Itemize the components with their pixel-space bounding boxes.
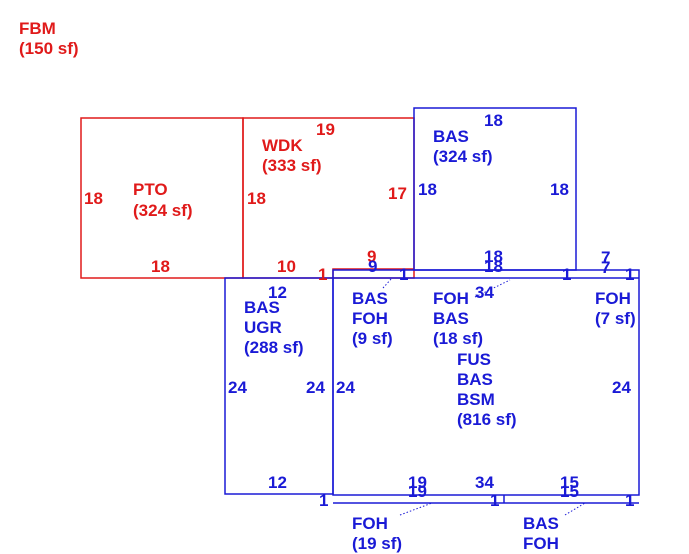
blue-structures [224,107,640,504]
dim-wdk-bottom: 10 [277,257,296,276]
pto-area: (324 sf) [133,201,193,220]
bas-foh-code1: BAS [352,289,388,308]
dim-bas-top-top: 18 [484,111,503,130]
red-labels: FBM (150 sf) PTO (324 sf) WDK (333 sf) 1… [19,19,407,284]
pto-code: PTO [133,180,168,199]
dim-ugr-bottom: 12 [268,473,287,492]
bas-ugr-area: (288 sf) [244,338,304,357]
foh-bottom-code: FOH [352,514,388,533]
bas-top-code: BAS [433,127,469,146]
dim-pto-left: 18 [84,189,103,208]
dim-wdk-nine: 9 [367,247,376,266]
fbm-area: (150 sf) [19,39,79,58]
wdk-code: WDK [262,136,303,155]
dim-wdk-top: 19 [316,120,335,139]
wdk-area: (333 sf) [262,156,322,175]
foh-right-area: (7 sf) [595,309,636,328]
dim-seven-bottom: 7 [601,258,610,277]
dim-ugr-right: 24 [306,378,325,397]
dim-bas-top-bottom: 18 [484,247,503,266]
blue-labels: BAS (324 sf) BAS UGR (288 sf) BAS FOH (9… [228,111,636,553]
dim-b19a: 19 [408,473,427,492]
dim-wdk-right: 17 [388,184,407,203]
dim-main-left: 24 [336,378,355,397]
fbm-code: FBM [19,19,56,38]
dim-wdk-left: 18 [247,189,266,208]
dim-small-1b: 1 [562,265,571,284]
dim-bas-top-left: 18 [418,180,437,199]
leader-lines [382,277,586,516]
bas-foh-bottom-code1: BAS [523,514,559,533]
dim-b15b: 15 [560,482,579,501]
dim-pto-bottom: 18 [151,257,170,276]
bas-foh-bottom-code2: FOH [523,534,559,553]
dim-seven-top: 7 [601,248,610,267]
foh-bas-area: (18 sf) [433,329,483,348]
bas-top-area: (324 sf) [433,147,493,166]
dim-ugr-1: 1 [319,491,328,510]
leader-bas-foh [382,277,393,289]
foh-right-code: FOH [595,289,631,308]
dim-small-1a: 1 [399,265,408,284]
leader-bas-foh-bottom [564,502,586,516]
dim-b19b: 19 [408,482,427,501]
fus-code1: FUS [457,350,491,369]
dim-seven-1: 1 [625,265,634,284]
dim-main-right: 24 [612,378,631,397]
dim-ugr-left: 24 [228,378,247,397]
dim-small-18: 18 [484,257,503,276]
dim-wdk-one: 1 [318,265,327,284]
fus-code3: BSM [457,390,495,409]
dim-main-bottom: 34 [475,473,494,492]
main-outline [332,269,640,496]
foh-bottom-area: (19 sf) [352,534,402,553]
bas-ugr-code2: UGR [244,318,282,337]
dim-b15a: 15 [560,473,579,492]
dim-small-9: 9 [368,257,377,276]
foh-bas-code1: FOH [433,289,469,308]
dim-bas-top-right: 18 [550,180,569,199]
fus-area: (816 sf) [457,410,517,429]
bas-ugr-code1: BAS [244,298,280,317]
bas-foh-code2: FOH [352,309,388,328]
leader-foh-bas [474,279,511,298]
dim-b1b: 1 [625,491,634,510]
dim-ugr-top: 12 [268,283,287,302]
dim-b1a: 1 [490,491,499,510]
leader-foh-bottom [399,502,433,516]
foh-bas-code2: BAS [433,309,469,328]
bas-foh-area: (9 sf) [352,329,393,348]
dim-main-top: 34 [475,283,494,302]
fus-code2: BAS [457,370,493,389]
